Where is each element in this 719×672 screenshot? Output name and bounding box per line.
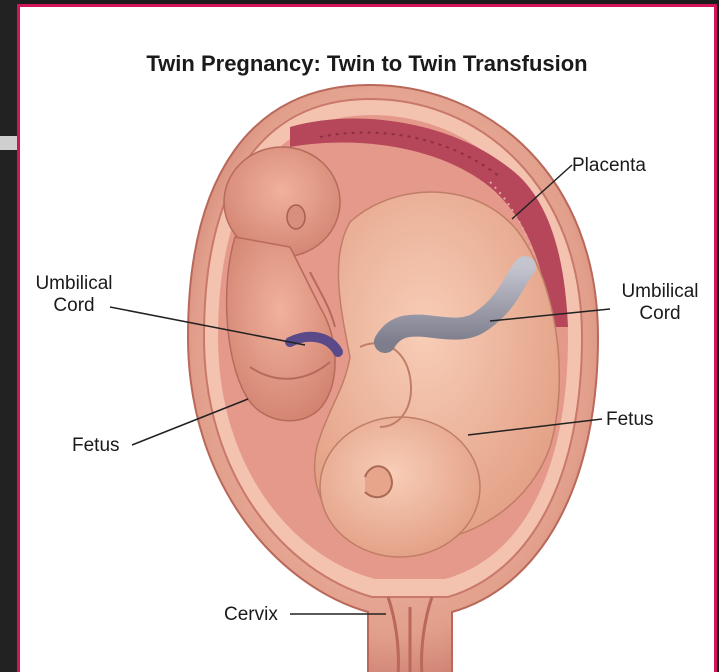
label-umbilical-cord-left: Umbilical Cord	[28, 273, 120, 317]
label-umbilical-cord-right-line2: Cord	[612, 303, 708, 325]
diagram-frame: Twin Pregnancy: Twin to Twin Transfusion	[17, 4, 717, 672]
label-cervix: Cervix	[224, 604, 278, 626]
label-umbilical-cord-left-line1: Umbilical	[28, 273, 120, 295]
label-umbilical-cord-left-line2: Cord	[28, 295, 120, 317]
label-fetus-right: Fetus	[606, 409, 654, 431]
label-umbilical-cord-right: Umbilical Cord	[612, 281, 708, 325]
label-umbilical-cord-right-line1: Umbilical	[612, 281, 708, 303]
label-placenta: Placenta	[572, 155, 646, 177]
label-fetus-left: Fetus	[72, 435, 120, 457]
uterus-illustration	[20, 7, 717, 672]
